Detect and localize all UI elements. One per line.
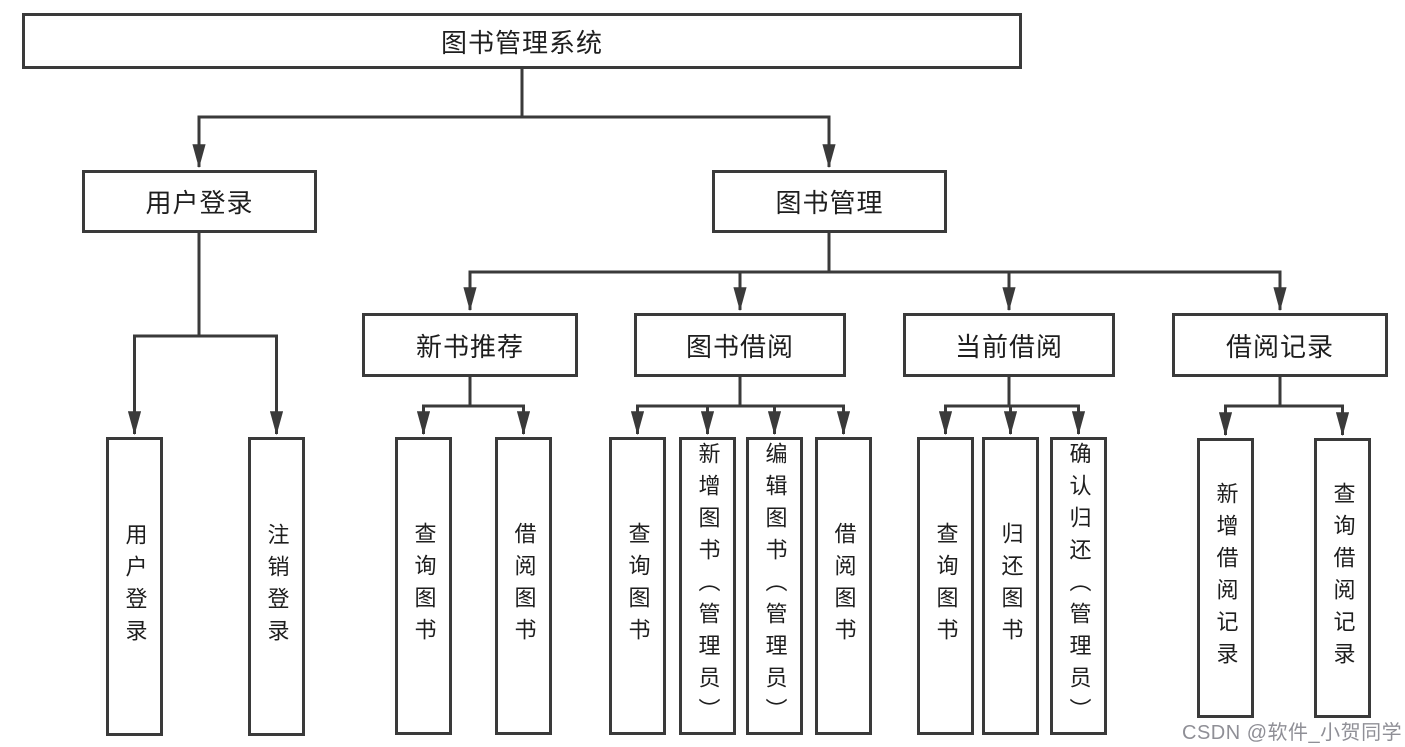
node-root: 图书管理系统	[22, 13, 1022, 69]
node-leaf-return-book-label: 归还图书	[998, 522, 1024, 650]
node-book-borrow-label: 图书借阅	[685, 331, 794, 362]
watermark: CSDN @软件_小贺同学	[1182, 722, 1403, 744]
node-leaf-user-login: 用户登录	[106, 437, 163, 736]
node-leaf-edit-book-label: 编辑图书（管理员）	[762, 442, 788, 730]
node-leaf-query-book-1-label: 查询图书	[411, 522, 437, 650]
node-leaf-user-login-label: 用户登录	[122, 522, 148, 651]
node-leaf-query-book-2-label: 查询图书	[625, 522, 651, 650]
node-leaf-query-book-3: 查询图书	[917, 437, 974, 735]
node-leaf-borrow-book-2: 借阅图书	[815, 437, 872, 735]
node-root-label: 图书管理系统	[440, 27, 603, 58]
node-new-book-recommend-label: 新书推荐	[415, 331, 524, 362]
node-leaf-query-borrow-record: 查询借阅记录	[1314, 438, 1371, 718]
node-current-borrow: 当前借阅	[903, 313, 1115, 377]
node-leaf-borrow-book-2-label: 借阅图书	[831, 522, 857, 650]
node-leaf-query-book-3-label: 查询图书	[933, 522, 959, 650]
node-leaf-borrow-book-1-label: 借阅图书	[511, 522, 537, 650]
node-leaf-query-book-1: 查询图书	[395, 437, 452, 735]
node-current-borrow-label: 当前借阅	[954, 331, 1063, 362]
node-leaf-add-borrow-record: 新增借阅记录	[1197, 438, 1254, 718]
node-borrow-record-label: 借阅记录	[1225, 331, 1334, 362]
node-book-management-label: 图书管理	[775, 188, 884, 218]
node-user-login-label: 用户登录	[145, 188, 254, 218]
node-leaf-edit-book: 编辑图书（管理员）	[746, 437, 803, 735]
connector-borrowrecord-to-leaves	[1218, 377, 1350, 437]
node-leaf-query-book-2: 查询图书	[609, 437, 666, 735]
connector-root-to-level2	[192, 69, 836, 169]
node-leaf-logout-label: 注销登录	[264, 522, 290, 651]
connector-bookmgmt-to-level3	[463, 233, 1287, 312]
node-book-borrow: 图书借阅	[634, 313, 846, 377]
node-leaf-confirm-return-label: 确认归还（管理员）	[1066, 442, 1092, 730]
node-leaf-add-book-label: 新增图书（管理员）	[695, 442, 721, 730]
node-new-book-recommend: 新书推荐	[362, 313, 578, 377]
node-leaf-add-borrow-record-label: 新增借阅记录	[1213, 482, 1239, 674]
connector-userlogin-to-leaves	[127, 233, 284, 436]
node-leaf-logout: 注销登录	[248, 437, 305, 736]
connector-newbookrec-to-leaves	[416, 377, 531, 436]
node-leaf-add-book: 新增图书（管理员）	[679, 437, 736, 735]
node-user-login: 用户登录	[82, 170, 317, 233]
connector-currentborrow-to-leaves	[938, 377, 1086, 436]
node-leaf-query-borrow-record-label: 查询借阅记录	[1330, 482, 1356, 674]
node-leaf-return-book: 归还图书	[982, 437, 1039, 735]
node-leaf-confirm-return: 确认归还（管理员）	[1050, 437, 1107, 735]
connector-bookborrow-to-leaves	[630, 377, 851, 436]
node-book-management: 图书管理	[712, 170, 947, 233]
node-borrow-record: 借阅记录	[1172, 313, 1388, 377]
node-leaf-borrow-book-1: 借阅图书	[495, 437, 552, 735]
